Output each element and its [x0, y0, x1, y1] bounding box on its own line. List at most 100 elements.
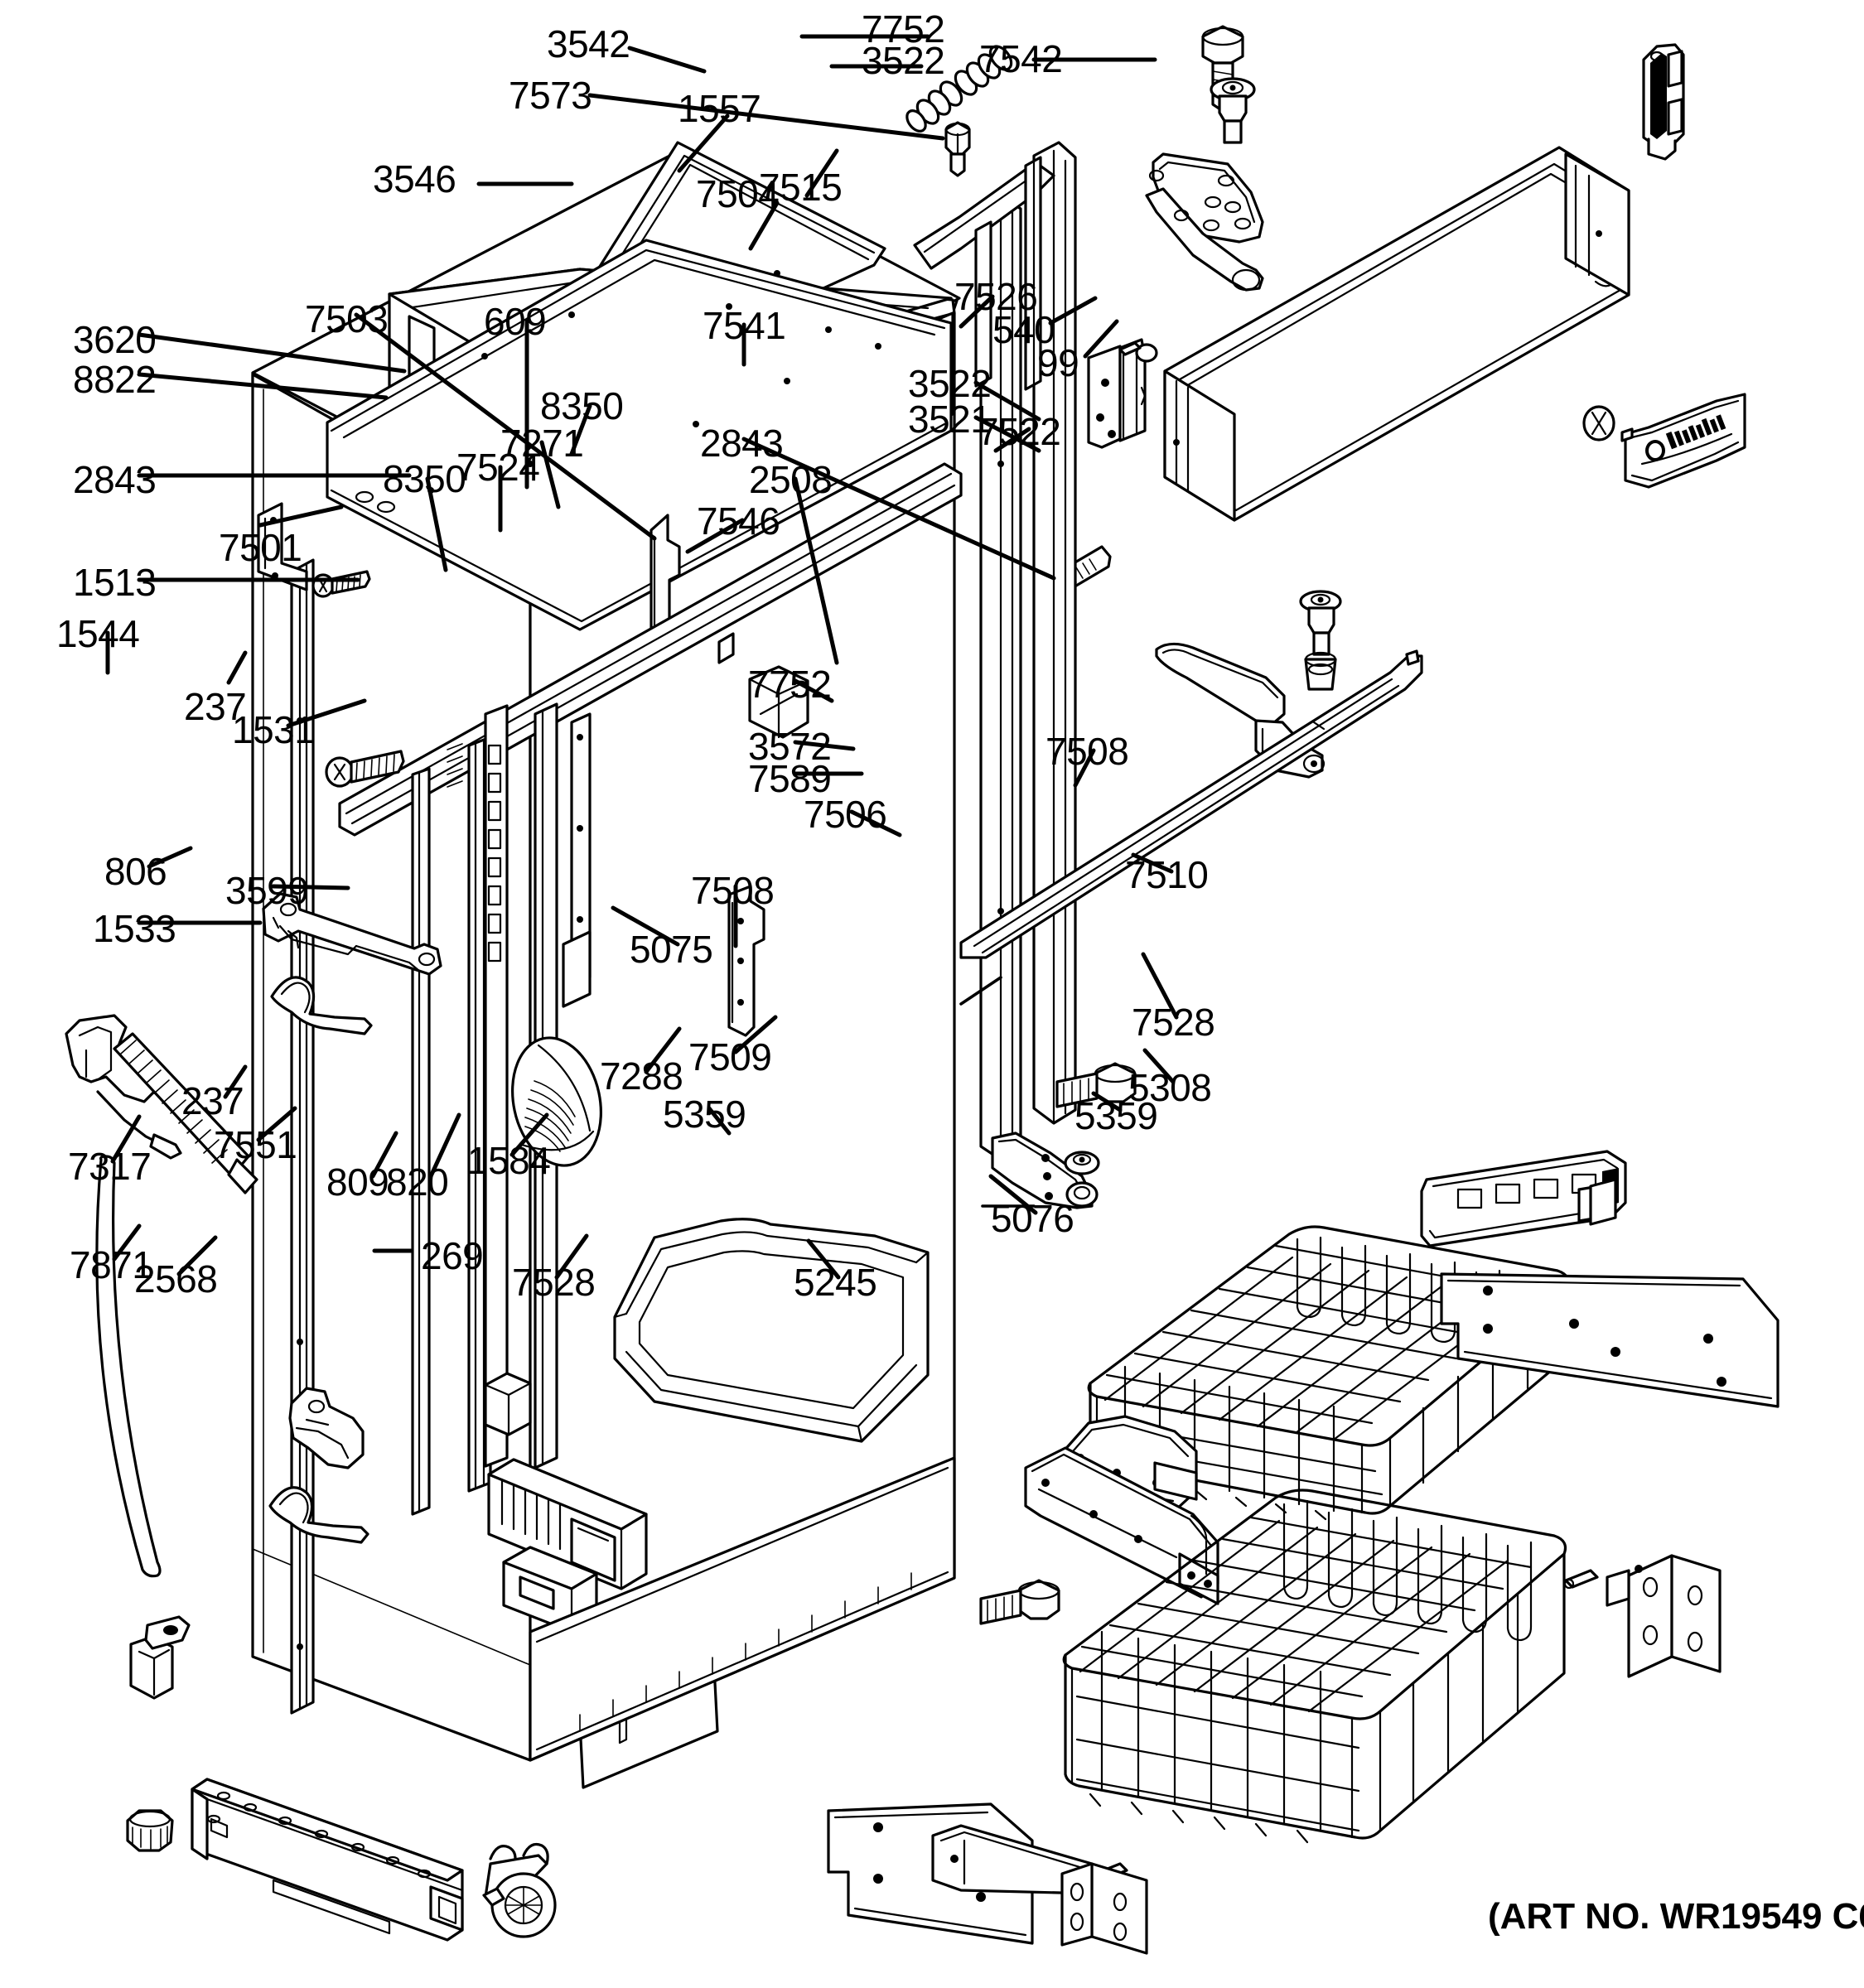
part-callout-7317: 7317 — [68, 1145, 152, 1188]
part-callout-2843-left: 2843 — [73, 458, 157, 501]
part-5359-pin-right — [1563, 1569, 1599, 1590]
part-callout-7501: 7501 — [219, 526, 302, 569]
part-callout-7508-left: 7508 — [691, 869, 775, 912]
part-3522-fastener-top — [1210, 77, 1256, 144]
part-1531-fan-grille — [511, 1036, 602, 1167]
part-237-clip-upper — [270, 976, 373, 1035]
part-callout-7510: 7510 — [1125, 853, 1209, 896]
part-7752-bolt-top — [1201, 25, 1244, 113]
part-99-monogram-badge — [1620, 393, 1746, 489]
part-callout-7524: 7524 — [456, 446, 540, 489]
part-809-icemaker — [487, 1458, 648, 1590]
part-5308-bracket — [1606, 1554, 1722, 1678]
part-callout-820: 820 — [386, 1160, 449, 1204]
part-7288-bolt — [979, 1579, 1060, 1625]
part-7526-door-panel — [1163, 146, 1630, 522]
part-7510-endcap — [1589, 1178, 1617, 1226]
part-callout-7509: 7509 — [688, 1035, 772, 1078]
part-7551-frame — [529, 1456, 956, 1762]
part-3522-fastener-mid — [1299, 590, 1342, 656]
part-callout-7589: 7589 — [748, 757, 832, 800]
part-callout-8350-upper: 8350 — [540, 384, 624, 427]
cabinet-upper-liner — [326, 239, 956, 631]
part-callout-609: 609 — [484, 300, 547, 343]
part-callout-7551: 7551 — [214, 1123, 297, 1166]
part-callout-7546: 7546 — [697, 499, 780, 543]
part-callout-237-upper: 237 — [184, 685, 247, 728]
part-5245-bracket — [931, 1824, 1148, 1955]
part-callout-809: 809 — [326, 1160, 389, 1204]
part-callout-99: 99 — [1037, 341, 1079, 384]
part-5075-bin — [613, 1218, 930, 1443]
part-callout-1584: 1584 — [467, 1139, 551, 1182]
part-callout-7522: 7522 — [978, 410, 1061, 453]
part-callout-5359-right: 5359 — [1074, 1094, 1158, 1137]
part-237-clip-lower — [268, 1486, 369, 1544]
part-callout-5076: 5076 — [991, 1197, 1074, 1240]
part-callout-7526: 7526 — [954, 275, 1038, 318]
part-7573-plug — [944, 121, 971, 177]
part-callout-1531: 1531 — [232, 708, 316, 751]
part-3599-block — [484, 1372, 532, 1436]
part-callout-3522-top: 3522 — [862, 39, 945, 82]
part-7271-block — [748, 665, 809, 739]
leader-lines-secondary — [959, 976, 1036, 1208]
part-7508-slide-right — [1420, 1150, 1627, 1247]
part-7509-slide — [1024, 1446, 1219, 1605]
part-callout-8350-lower: 8350 — [383, 457, 466, 500]
part-7317-clamp — [129, 1615, 191, 1700]
part-callout-1513: 1513 — [73, 561, 157, 604]
part-callout-7542: 7542 — [979, 37, 1063, 80]
part-callout-2508: 2508 — [749, 458, 833, 501]
part-callout-7752-mid: 7752 — [748, 663, 832, 706]
part-5076-basket-lower — [1062, 1489, 1567, 1844]
part-callout-8822: 8822 — [73, 358, 157, 401]
part-callout-7288: 7288 — [600, 1054, 683, 1098]
part-callout-237-lower: 237 — [181, 1079, 244, 1122]
part-callout-540: 540 — [992, 308, 1055, 351]
part-callout-5359-left: 5359 — [663, 1093, 746, 1136]
part-callout-7271: 7271 — [500, 422, 584, 465]
part-callout-5075: 5075 — [630, 928, 713, 971]
part-3620-bracket — [257, 502, 308, 591]
part-callout-3542: 3542 — [547, 22, 630, 65]
part-callout-806: 806 — [104, 850, 167, 893]
part-2843-screw-left — [325, 750, 405, 788]
part-callout-2843-right: 2843 — [700, 422, 784, 465]
part-callout-3521: 3521 — [908, 398, 992, 441]
part-callout-1544: 1544 — [56, 612, 140, 655]
part-2568-base — [191, 1778, 464, 1942]
part-callout-3546: 3546 — [373, 157, 456, 200]
part-callout-3522-mid: 3522 — [908, 362, 992, 405]
part-269-caster — [482, 1842, 557, 1938]
part-7541-hinge — [1087, 338, 1158, 449]
part-callout-3599: 3599 — [225, 869, 309, 912]
part-1533-latch — [288, 1387, 365, 1469]
part-7542-hinge-pocket — [1642, 43, 1685, 161]
part-7589-hinge-bracket — [991, 1132, 1100, 1209]
part-callout-5308: 5308 — [1128, 1066, 1212, 1109]
part-callout-3620: 3620 — [73, 318, 157, 361]
part-callout-7541: 7541 — [703, 304, 786, 347]
part-callout-7752-top: 7752 — [862, 7, 945, 51]
part-callout-269: 269 — [421, 1234, 484, 1277]
art-number-text: (ART NO. WR19549 C6) — [1488, 1896, 1864, 1937]
part-callout-1533: 1533 — [93, 907, 176, 950]
part-7515-hinge-arm — [1145, 152, 1264, 292]
part-7506-basket-upper — [1087, 1225, 1571, 1521]
part-callout-7573: 7573 — [509, 74, 592, 117]
leader-lines — [105, 34, 1179, 1280]
part-callout-7528-right: 7528 — [1132, 1001, 1215, 1044]
part-820-module — [502, 1546, 598, 1633]
part-callout-7504: 7504 — [696, 172, 780, 215]
part-callout-1557: 1557 — [678, 87, 761, 130]
part-callout-7515: 7515 — [759, 166, 843, 209]
part-callout-7503: 7503 — [305, 297, 389, 340]
part-1513-latch — [262, 892, 442, 976]
part-7528-panel-right — [1440, 1272, 1779, 1408]
part-7871-nut — [126, 1809, 174, 1852]
part-540-screw — [1582, 405, 1615, 442]
part-1557-frame — [913, 156, 1055, 391]
